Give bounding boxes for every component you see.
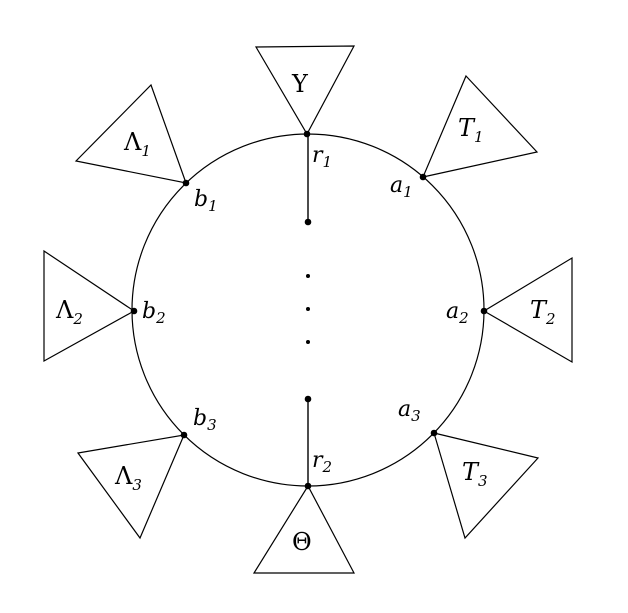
- vertex-b2: [130, 307, 138, 315]
- path-vertex-lower: [304, 395, 312, 403]
- vertex-a3: [430, 429, 438, 437]
- vertex-b1: [182, 179, 190, 187]
- vertex-label-a2: a2: [446, 299, 469, 327]
- vertex-label-b1: b1: [194, 187, 218, 215]
- triangle-t-1: [421, 74, 539, 178]
- vertex-label-b3: b3: [193, 406, 217, 434]
- vertex-label-r1: r1: [312, 143, 332, 171]
- vertex-a1: [419, 173, 427, 181]
- vertex-label-b2: b2: [142, 299, 166, 327]
- ellipsis-dot: [306, 340, 310, 344]
- triangle-lambda-3: [76, 434, 185, 540]
- triangle-label-theta: Θ: [292, 528, 312, 556]
- vertex-label-a1: a1: [390, 173, 413, 201]
- vertex-r2: [304, 482, 312, 490]
- vertex-label-r2: r2: [312, 448, 332, 476]
- ellipsis-dot: [306, 307, 310, 311]
- triangle-t-2: [482, 256, 573, 364]
- triangle-lambda-2: [43, 249, 136, 363]
- vertex-b3: [180, 431, 188, 439]
- triangle-upsilon: [254, 45, 356, 136]
- vertex-r1: [303, 130, 311, 138]
- triangle-label-lambda-1: Λ1: [123, 128, 151, 160]
- ellipsis-dot: [306, 274, 310, 278]
- vertex-label-a3: a3: [398, 397, 421, 425]
- triangle-label-lambda-2: Λ2: [55, 296, 83, 328]
- triangle-theta: [252, 484, 355, 574]
- triangle-label-t-1: T1: [458, 114, 484, 146]
- triangle-label-t-2: T2: [530, 296, 556, 328]
- triangle-label-t-3: T3: [462, 458, 488, 490]
- triangle-t-3: [433, 432, 540, 540]
- vertex-a2: [480, 307, 488, 315]
- triangle-label-upsilon: Υ: [291, 70, 309, 98]
- triangle-label-lambda-3: Λ3: [114, 462, 142, 494]
- path-vertex-upper: [304, 218, 312, 226]
- triangle-lambda-1: [74, 83, 187, 184]
